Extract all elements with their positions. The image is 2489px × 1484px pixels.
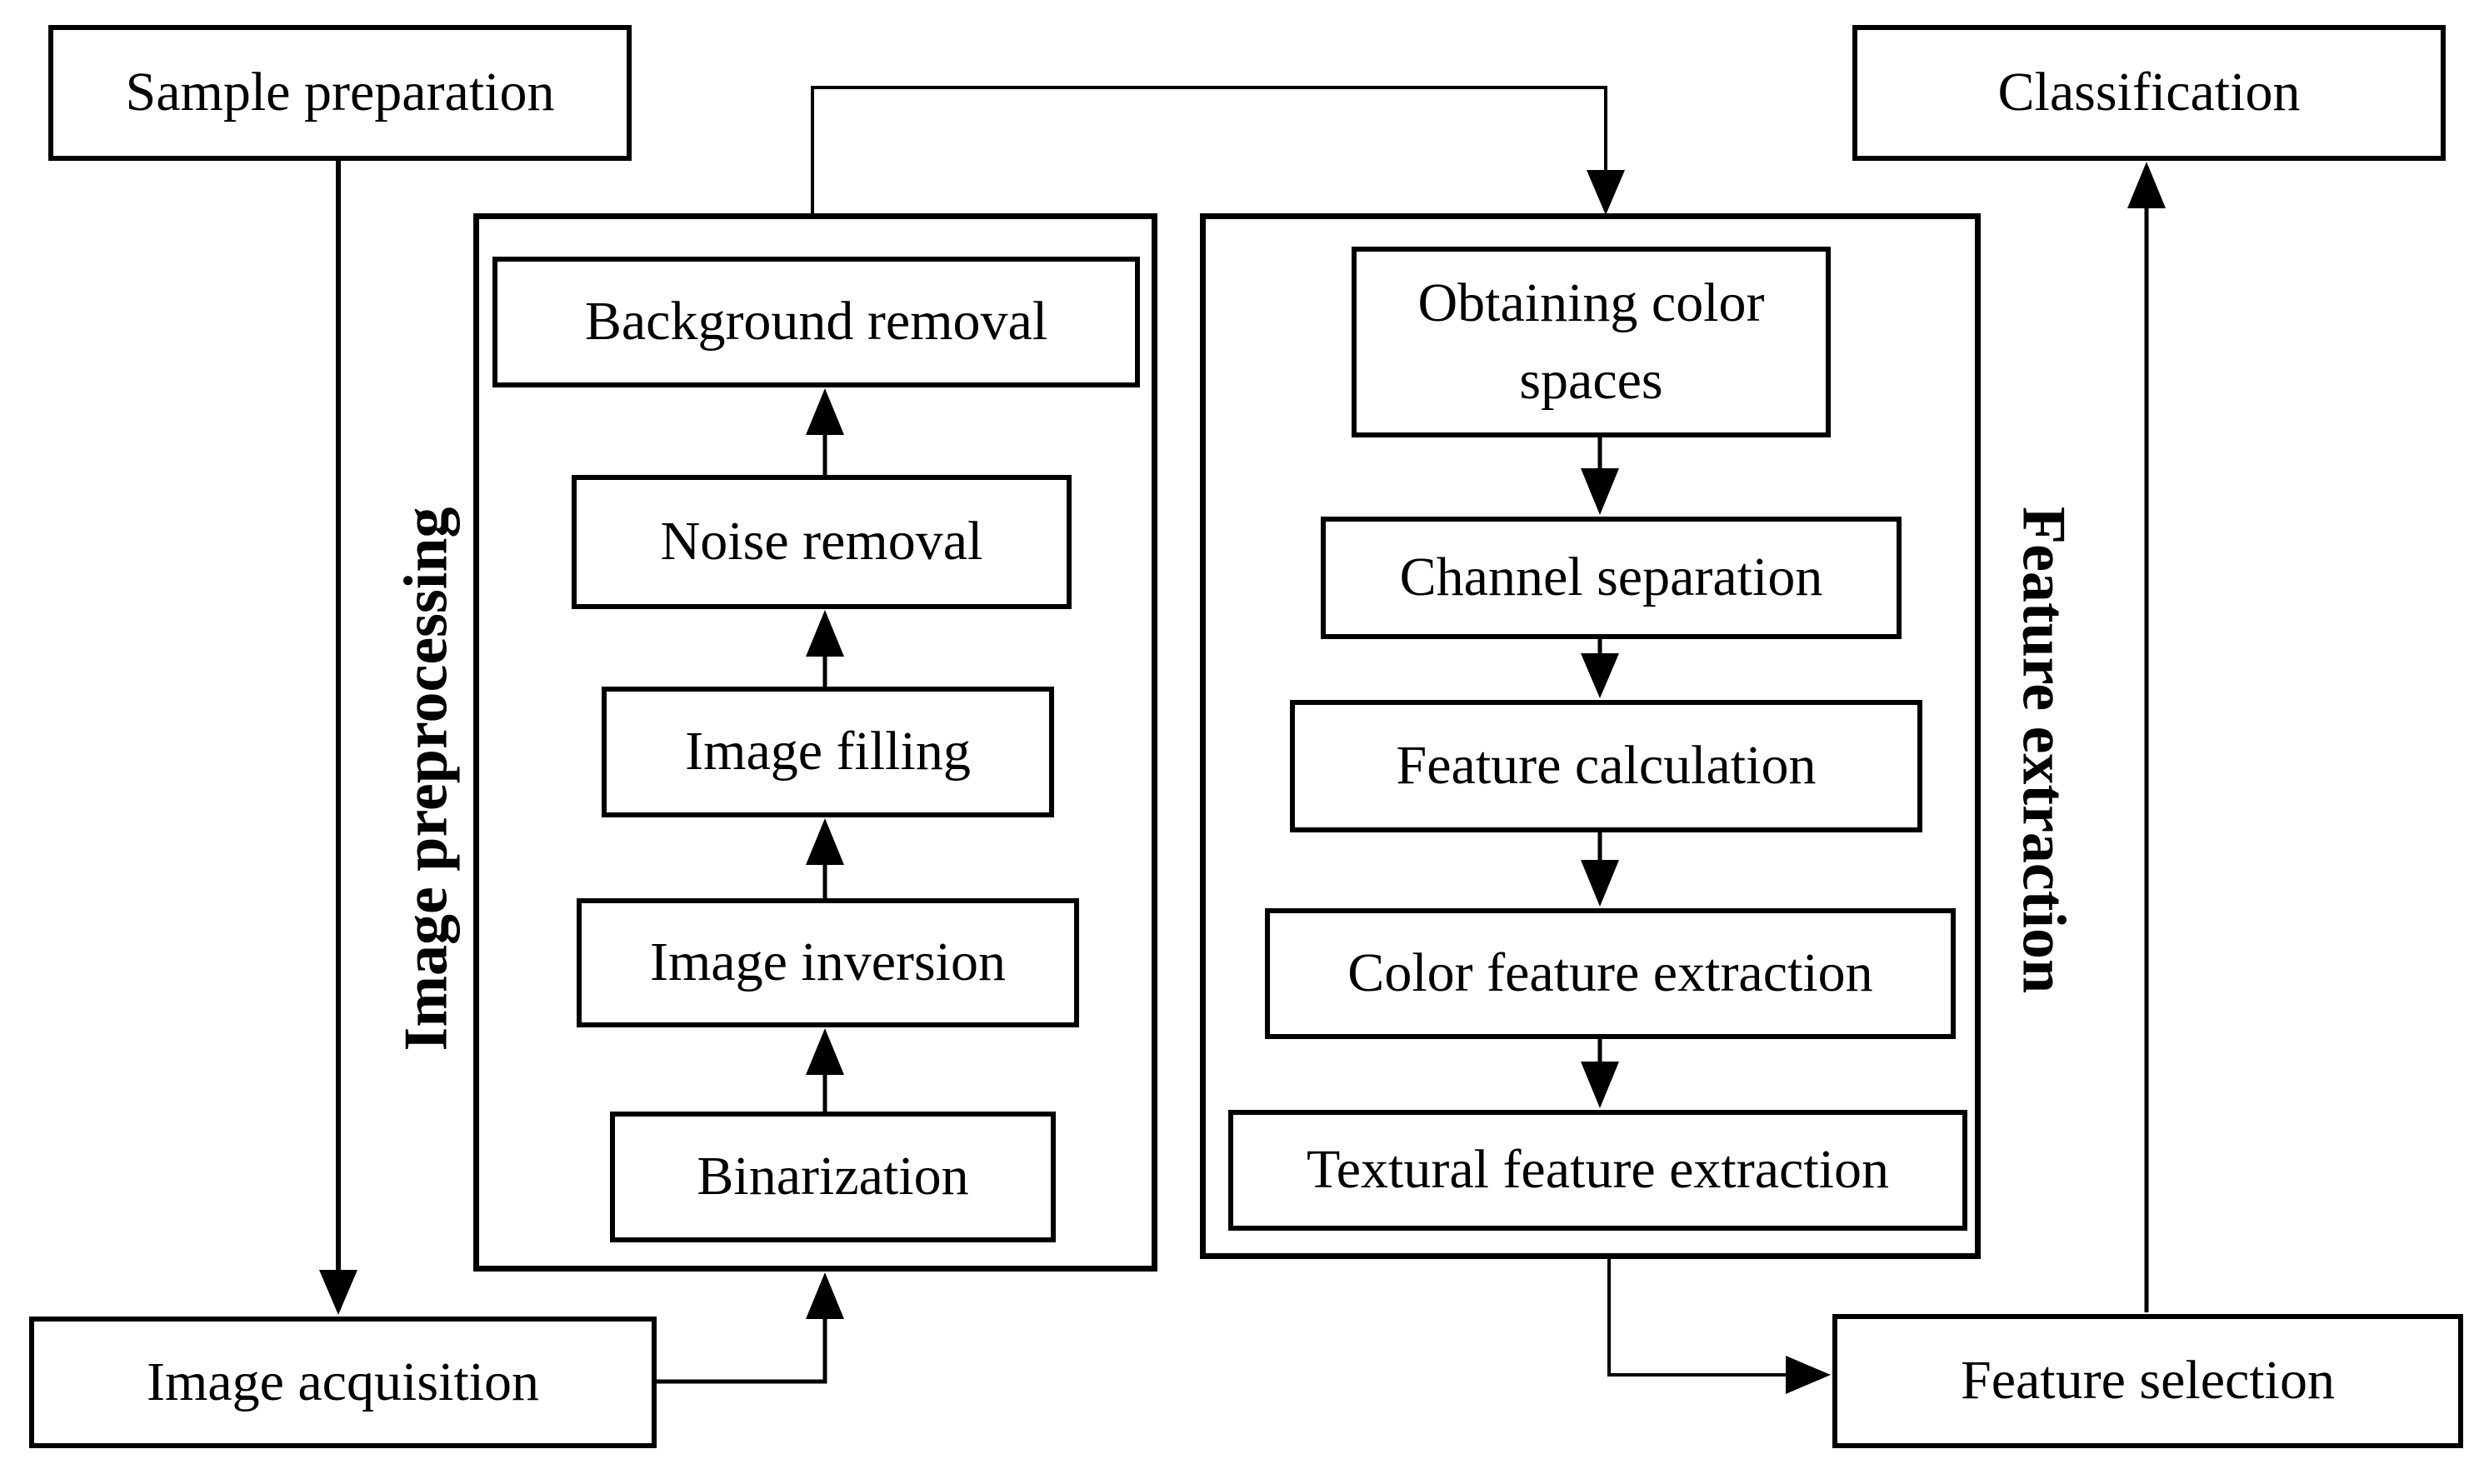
node-label: Background removal [584,291,1048,352]
arrow-feature-calculation-to-color-feature-extraction [1581,832,1619,907]
node-label: Feature calculation [1396,735,1817,797]
node-color-feature-extraction: Color feature extraction [1265,908,1956,1039]
arrow-feature-selection-to-classification [2127,162,2166,1312]
arrow-image-preprocessing-to-feature-extraction [811,86,1625,215]
node-label: Sample preparation [125,62,555,123]
arrow-image-filling-to-noise-removal [806,610,844,687]
node-label: Binarization [697,1146,969,1207]
node-noise-removal: Noise removal [572,475,1072,609]
node-label: Feature selection [1961,1350,2335,1412]
node-label: Channel separation [1399,547,1823,608]
node-label: Image inversion [649,932,1007,993]
node-image-acquisition: Image acquisition [29,1317,657,1448]
node-obtaining-color-spaces: Obtaining color spaces [1352,247,1831,437]
node-label: Classification [1997,62,2301,123]
group-label-feature-extraction: Feature extraction [2009,506,2078,994]
arrow-binarization-to-image-inversion [806,1028,844,1112]
arrow-sample-preparation-to-image-acquisition [319,158,357,1315]
arrow-feature-extraction-to-feature-selection [1607,1259,1831,1394]
arrow-channel-separation-to-feature-calculation [1581,638,1619,698]
node-label: Image filling [685,721,971,782]
node-label: Image acquisition [146,1351,540,1412]
node-binarization: Binarization [610,1112,1056,1242]
node-label: Textural feature extraction [1307,1139,1889,1201]
node-channel-separation: Channel separation [1321,517,1902,639]
node-image-filling: Image filling [602,687,1054,817]
node-feature-calculation: Feature calculation [1290,700,1922,832]
node-label: Color feature extraction [1347,942,1873,1004]
arrow-noise-removal-to-background-removal [806,388,844,475]
node-label: Obtaining color spaces [1417,272,1765,411]
arrow-obtaining-color-spaces-to-channel-separation [1581,437,1619,515]
node-label: Noise removal [660,511,983,572]
arrow-color-feature-extraction-to-textural-feature-extraction [1581,1038,1619,1108]
node-background-removal: Background removal [492,257,1140,387]
node-textural-feature-extraction: Textural feature extraction [1228,1110,1967,1231]
arrow-image-acquisition-to-image-preprocessing [654,1272,844,1384]
node-feature-selection: Feature selection [1832,1314,2463,1448]
node-sample-preparation: Sample preparation [48,25,632,161]
node-classification: Classification [1852,25,2446,161]
group-label-image-preprocessing: Image preprocessing [392,507,461,1052]
node-image-inversion: Image inversion [577,898,1079,1027]
arrow-image-inversion-to-image-filling [806,818,844,898]
